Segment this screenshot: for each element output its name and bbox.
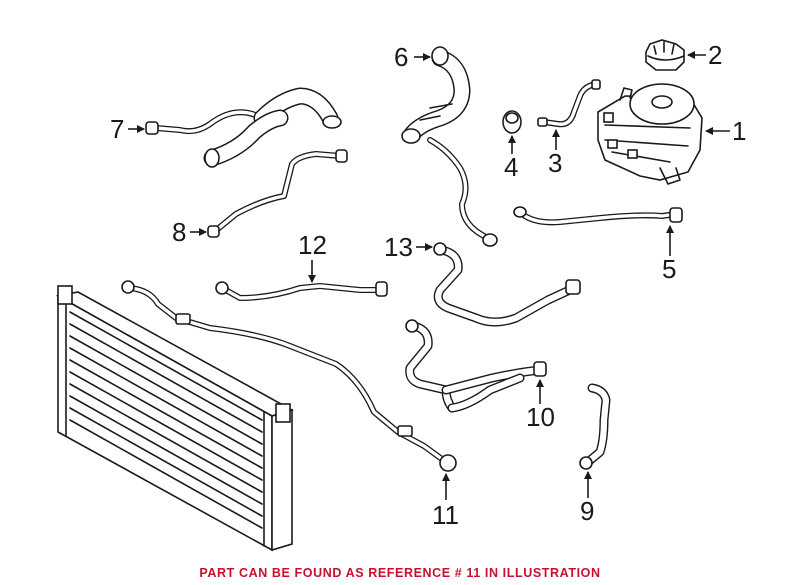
part-8-coolant-pipe <box>207 149 348 238</box>
reference-note: PART CAN BE FOUND AS REFERENCE # 11 IN I… <box>199 566 601 580</box>
svg-text:2: 2 <box>708 40 722 70</box>
svg-text:8: 8 <box>172 217 186 247</box>
svg-text:9: 9 <box>580 496 594 526</box>
svg-text:12: 12 <box>298 230 327 260</box>
callout-3: 3 <box>548 129 562 178</box>
part-6-upper-hose <box>401 46 498 247</box>
svg-text:3: 3 <box>548 148 562 178</box>
callout-7: 7 <box>110 114 145 144</box>
svg-text:1: 1 <box>732 116 746 146</box>
callout-12: 12 <box>298 230 327 283</box>
part-5-coolant-pipe <box>513 206 683 226</box>
part-9-short-hose <box>579 383 611 470</box>
callout-9: 9 <box>580 471 594 526</box>
svg-text:5: 5 <box>662 254 676 284</box>
callout-8: 8 <box>172 217 207 247</box>
part-1-expansion-tank <box>597 83 703 185</box>
svg-text:6: 6 <box>394 42 408 72</box>
part-11-radiator-pipe <box>121 280 457 472</box>
part-7-radiator-hose <box>145 87 342 168</box>
callout-11: 11 <box>432 473 459 530</box>
svg-text:11: 11 <box>432 500 459 530</box>
callout-1: 1 <box>705 116 746 146</box>
svg-text:10: 10 <box>526 402 555 432</box>
svg-text:13: 13 <box>384 232 413 262</box>
svg-text:4: 4 <box>504 152 518 182</box>
callout-5: 5 <box>662 225 676 284</box>
part-4-hose-clamp <box>502 110 522 134</box>
callout-13: 13 <box>384 232 433 262</box>
parts-diagram: 1 2 3 4 5 6 7 8 9 10 11 12 <box>55 39 746 552</box>
part-13-coolant-hose <box>433 242 581 327</box>
radiator <box>55 285 295 552</box>
callout-2: 2 <box>687 40 722 70</box>
part-2-tank-cap <box>645 39 685 71</box>
part-10-branch-hose <box>405 319 547 413</box>
svg-text:7: 7 <box>110 114 124 144</box>
callout-6: 6 <box>394 42 431 72</box>
part-3-vent-hose <box>537 79 601 128</box>
callout-4: 4 <box>504 135 518 182</box>
part-12-coolant-pipe <box>215 281 388 301</box>
callout-10: 10 <box>526 379 555 432</box>
